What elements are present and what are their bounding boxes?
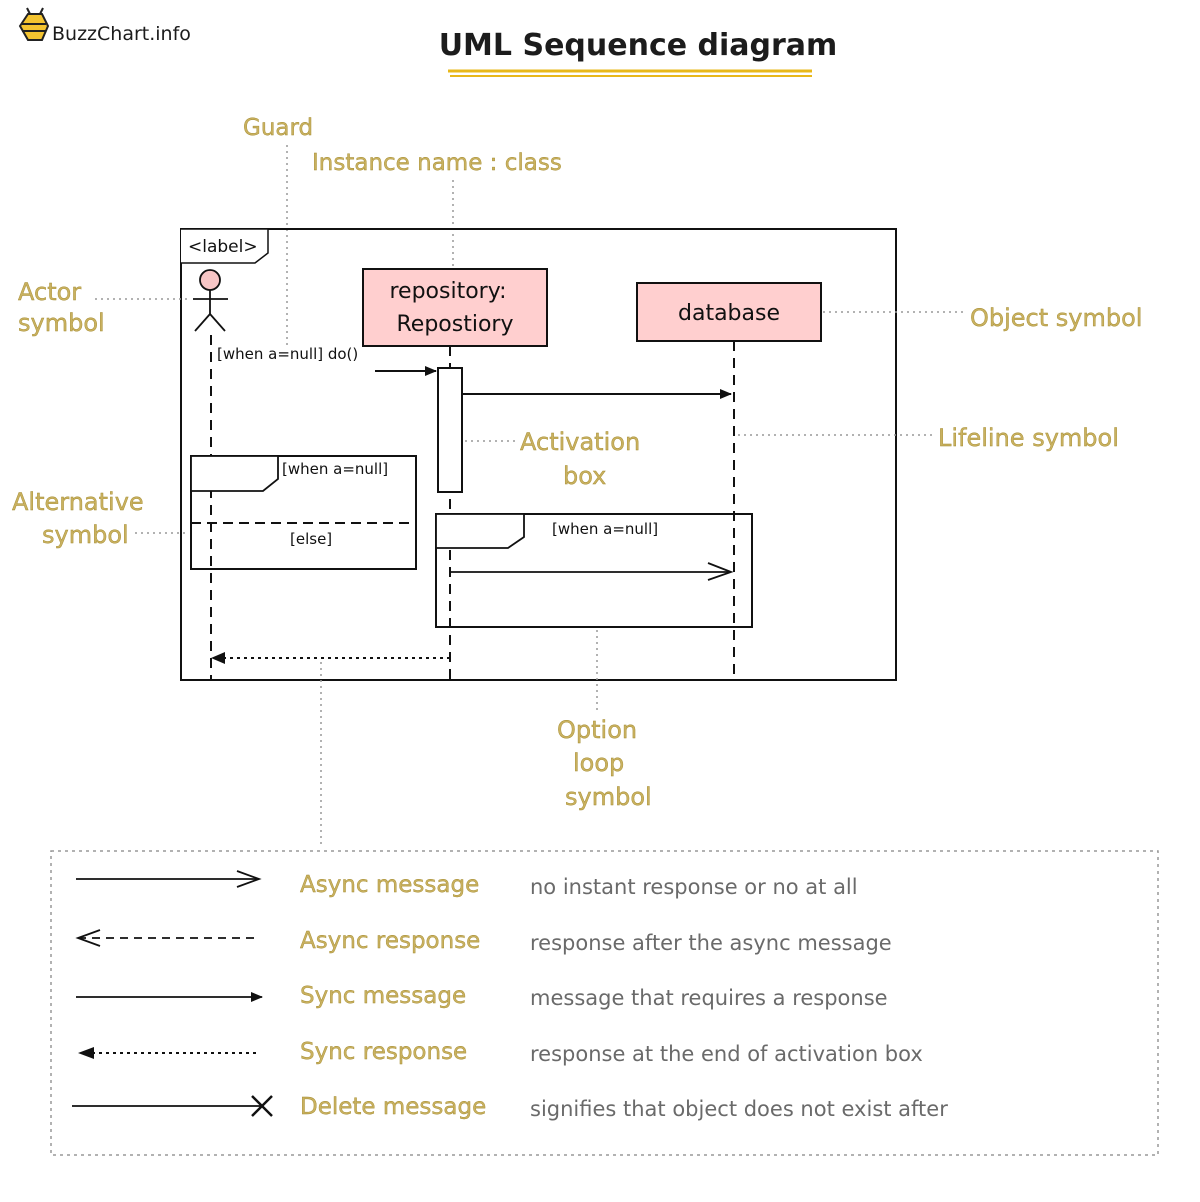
option-annotation-line1: Option	[557, 716, 637, 744]
brand-name: BuzzChart.info	[52, 23, 191, 45]
bee-logo-icon	[18, 13, 50, 41]
legend-box	[50, 850, 1159, 1156]
option-annotation-line3: symbol	[565, 783, 652, 811]
object-repository-line1: repository:	[389, 279, 506, 304]
actor-icon	[193, 269, 228, 332]
guard-annotation: Guard	[243, 115, 313, 141]
page-title: UML Sequence diagram	[439, 28, 838, 63]
object-annotation: Object symbol	[970, 304, 1142, 332]
legend-async-response-name: Async response	[300, 928, 480, 954]
lifeline-annotation: Lifeline symbol	[938, 424, 1119, 452]
activation-annotation-line1: Activation	[520, 428, 640, 456]
opt-fragment-tab	[435, 513, 525, 549]
object-database-label: database	[678, 301, 780, 326]
alternative-annotation-line2: symbol	[42, 521, 129, 549]
instance-annotation: Instance name : class	[312, 150, 562, 176]
legend-delete-message-name: Delete message	[300, 1094, 486, 1120]
legend-sync-response-name: Sync response	[300, 1039, 467, 1065]
alt-guard-text: [when a=null]	[282, 460, 388, 478]
legend-async-response-desc: response after the async message	[530, 931, 892, 955]
actor-annotation-line1: Actor	[18, 278, 81, 306]
legend-async-message-desc: no instant response or no at all	[530, 875, 858, 899]
frame-box	[180, 228, 897, 681]
guard-text: [when a=null] do()	[217, 345, 358, 363]
legend-sync-message-desc: message that requires a response	[530, 986, 888, 1010]
frame-label: <label>	[188, 237, 258, 257]
opt-guard-text: [when a=null]	[552, 520, 658, 538]
brand-logo: BuzzChart.info	[18, 7, 191, 45]
actor-annotation-line2: symbol	[18, 309, 105, 337]
alt-else-text: [else]	[290, 530, 332, 548]
opt-fragment	[435, 513, 753, 628]
legend-async-message-name: Async message	[300, 872, 479, 898]
object-repository	[362, 268, 548, 347]
alternative-annotation-line1: Alternative	[12, 488, 144, 516]
legend-sync-message-name: Sync message	[300, 983, 466, 1009]
frame-label-tab	[181, 228, 269, 264]
object-database	[636, 282, 822, 342]
activation-annotation-line2: box	[563, 462, 606, 490]
alt-fragment	[190, 455, 417, 570]
legend-sync-response-desc: response at the end of activation box	[530, 1042, 923, 1066]
option-annotation-line2: loop	[573, 749, 624, 777]
activation-box	[437, 367, 463, 493]
legend-delete-message-desc: signifies that object does not exist aft…	[530, 1097, 948, 1121]
alt-fragment-tab	[190, 455, 279, 492]
object-repository-line2: Repostiory	[397, 312, 514, 337]
